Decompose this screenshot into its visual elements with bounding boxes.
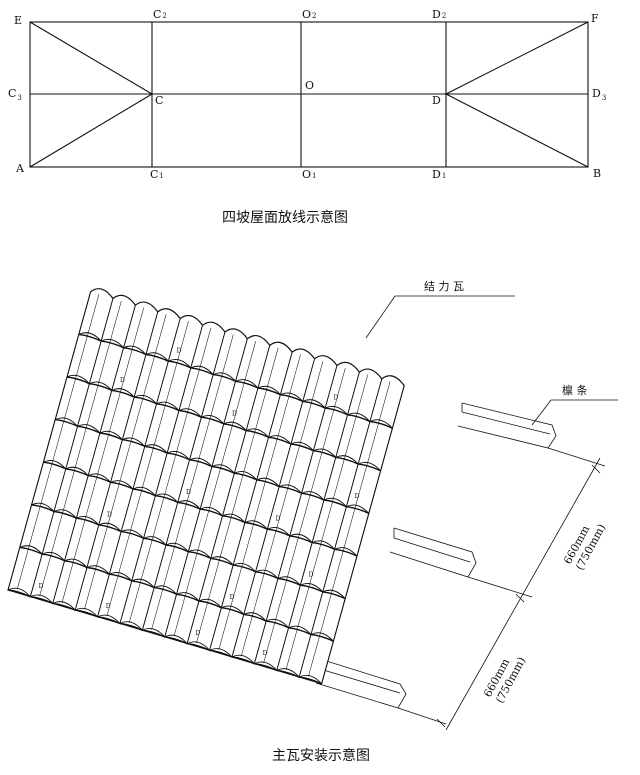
- tile-field: D D D D D D D D D D D D D D: [7, 288, 405, 685]
- hip-line-e-c: [29, 21, 153, 95]
- tile-mark: D: [177, 348, 182, 355]
- ridge-tile-cap: [359, 368, 383, 380]
- hip-line-f-d: [445, 21, 589, 95]
- label-O1: O1: [302, 168, 317, 181]
- tile-mark: D: [263, 650, 268, 657]
- label-O: O: [305, 79, 314, 92]
- tile-mark: D: [107, 511, 112, 518]
- ridge-tile-cap: [90, 288, 114, 299]
- tile-mark: D: [232, 410, 237, 417]
- tile-mark: D: [333, 394, 338, 401]
- ridge-tile-cap: [202, 321, 226, 333]
- ridge-tile-cap: [247, 334, 271, 346]
- purlin-bottom: [315, 658, 407, 709]
- tile-field-edge: [321, 385, 405, 684]
- label-F: F: [591, 12, 599, 25]
- ridge-tile-cap: [135, 301, 159, 313]
- ridge-tile-cap: [179, 314, 204, 326]
- hip-line-b-d: [445, 93, 589, 168]
- tile-mark: D: [195, 630, 200, 637]
- label-D1: D1: [432, 168, 446, 181]
- label-D: D: [432, 94, 441, 107]
- ridge-tile-cap: [112, 294, 136, 306]
- tile-mark: D: [39, 583, 44, 590]
- tile-mark: D: [186, 489, 191, 496]
- ridge-tile-cap: [157, 308, 181, 319]
- label-E: E: [14, 14, 22, 27]
- caption-install: 主瓦安装示意图: [272, 747, 370, 764]
- caption-plan: 四坡屋面放线示意图: [222, 209, 348, 226]
- tile-field-edge: [7, 291, 322, 685]
- ridge-tile-cap: [291, 348, 316, 360]
- label-C: C: [155, 94, 163, 107]
- label-C2: C2: [153, 8, 167, 21]
- callout-purlin-label: 檩 条: [562, 383, 588, 397]
- label-O2: O2: [302, 8, 317, 21]
- ridge-tile-cap: [224, 328, 248, 340]
- tile-mark: D: [120, 377, 125, 384]
- label-B: B: [593, 167, 601, 180]
- tile-mark: D: [230, 594, 235, 601]
- tile-mark: D: [355, 493, 360, 500]
- tile-mark: D: [309, 572, 314, 579]
- ridge-tile-cap: [314, 355, 338, 366]
- label-D3: D3: [592, 87, 606, 102]
- label-A: A: [15, 162, 25, 175]
- tile-mark: D: [106, 603, 111, 610]
- tile-mark: D: [276, 516, 281, 523]
- purlin-middle: [389, 527, 477, 578]
- label-D2: D2: [432, 8, 446, 21]
- label-C1: C1: [150, 168, 164, 181]
- ridge-tile-cap: [381, 375, 405, 386]
- ridge-tile-cap: [269, 341, 293, 353]
- callout-tile: 结 力 瓦: [365, 280, 515, 339]
- dimension-lines: [397, 447, 606, 731]
- purlin-top: [457, 402, 557, 449]
- callout-tile-label: 结 力 瓦: [424, 280, 464, 293]
- ridge-tile-cap: [336, 361, 360, 373]
- hip-line-a-c: [29, 93, 153, 168]
- callout-purlin: 檩 条: [531, 383, 618, 426]
- label-C3: C3: [8, 87, 22, 102]
- roof-plan: E C2 O2 D2 F C3 C O D D3 A C1 O1 D1 B 四坡…: [8, 8, 606, 226]
